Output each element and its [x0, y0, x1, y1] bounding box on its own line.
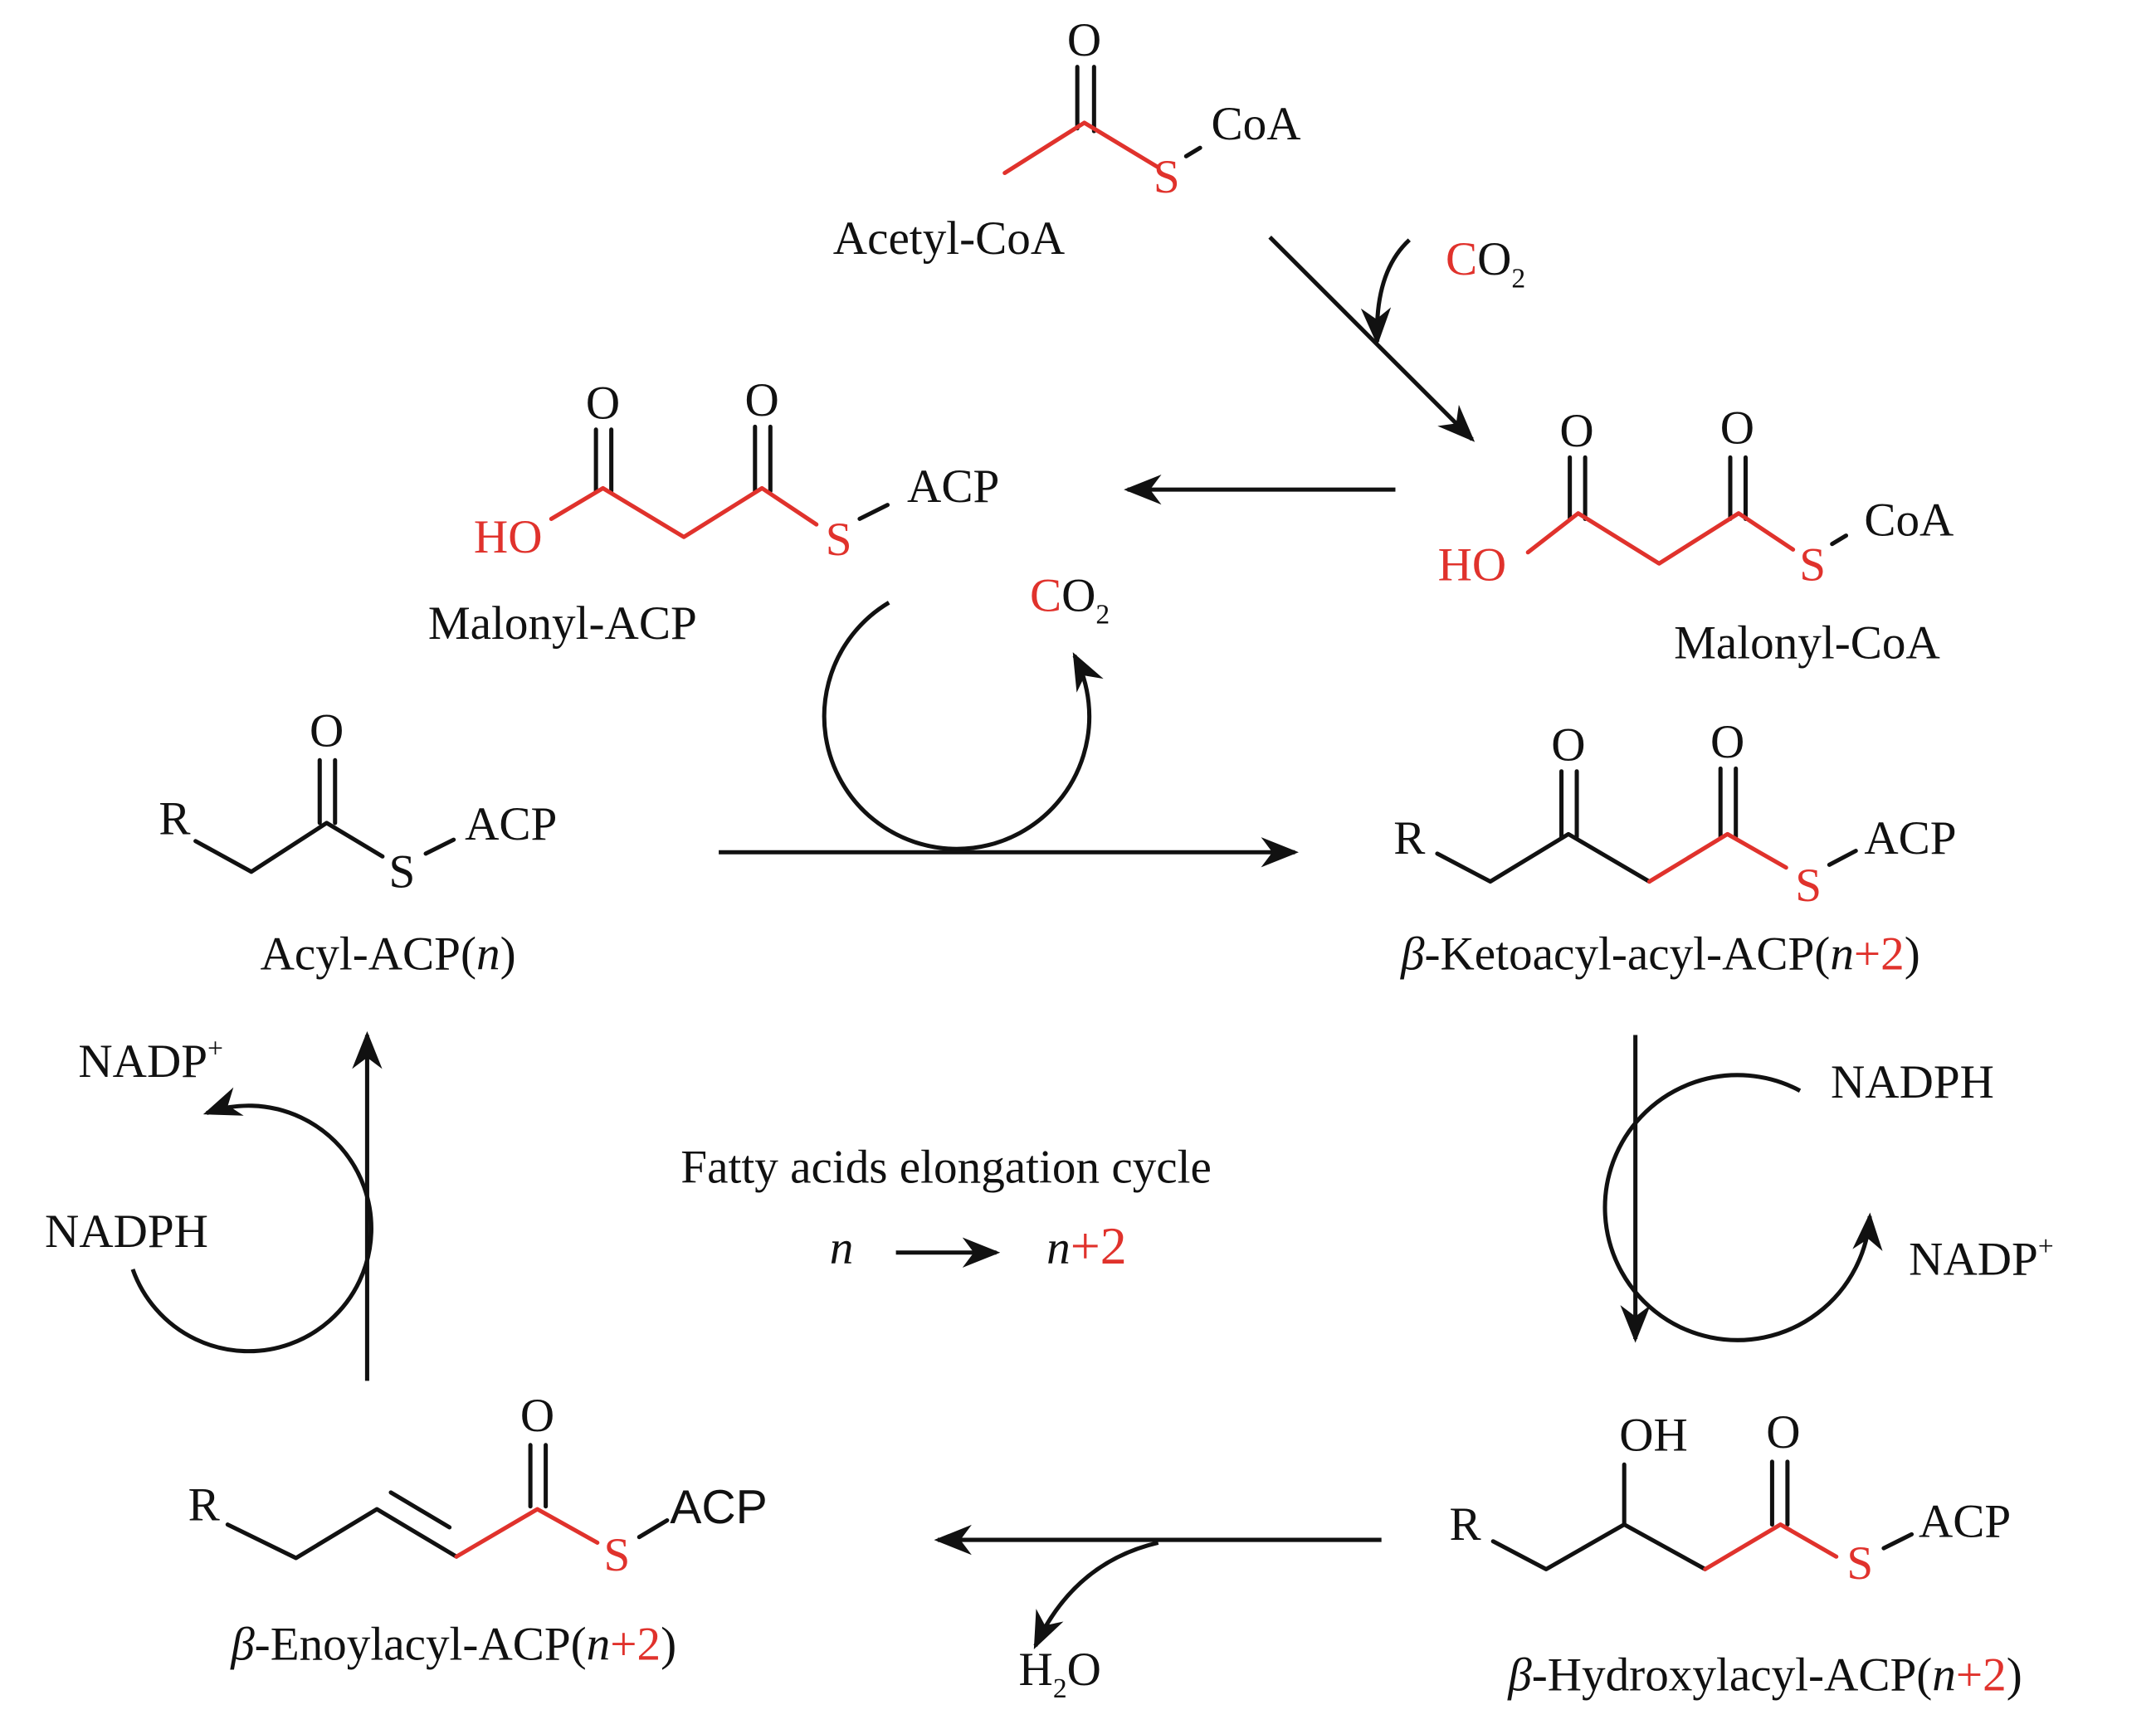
ketoreduction-arrow: NADPH NADP+: [1602, 1035, 2054, 1343]
atom-o: O: [745, 374, 779, 426]
ketoacyl-acp-structure: O O R S ACP β-Ketoacyl-acyl-ACP(n+2): [1393, 716, 1956, 981]
atom-s: S: [1795, 860, 1822, 912]
acetyl-coa-label: Acetyl-CoA: [833, 212, 1065, 265]
water-label: H2O: [1019, 1644, 1101, 1704]
atom-o: O: [520, 1390, 554, 1442]
acyl-acp-structure: O R S ACP Acyl-ACP(n): [159, 704, 557, 980]
hydroxyacyl-acp-label: β-Hydroxylacyl-ACP(n+2): [1507, 1649, 2022, 1702]
group-coa: CoA: [1864, 494, 1954, 547]
group-coa: CoA: [1212, 98, 1301, 150]
co2-in: CO2: [1446, 233, 1525, 294]
ketoacyl-acp-label: β-Ketoacyl-acyl-ACP(n+2): [1400, 928, 1920, 980]
malonyl-acp-label: Malonyl-ACP: [428, 597, 697, 650]
atom-s: S: [826, 514, 852, 566]
atom-s: S: [1799, 538, 1826, 591]
atom-o: O: [1559, 405, 1593, 457]
cycle-title: Fatty acids elongation cycle: [680, 1142, 1212, 1194]
nadph-label: NADPH: [1831, 1056, 1994, 1108]
atom-s: S: [1154, 151, 1180, 203]
group-acp: ACP: [1864, 812, 1956, 864]
atom-s: S: [603, 1529, 630, 1581]
atom-o: O: [310, 704, 344, 757]
co2-out: CO2: [1030, 569, 1110, 630]
enoylacyl-acp-label: β-Enoylacyl-ACP(n+2): [230, 1619, 676, 1671]
acetyl-coa-structure: O S CoA Acetyl-CoA: [833, 14, 1301, 265]
atom-r: R: [159, 792, 191, 845]
atom-ho: HO: [474, 511, 543, 563]
enoylacyl-acp-structure: O R S ACP β-Enoylacyl-ACP(n+2): [188, 1390, 768, 1671]
enoylreduction-arrow: NADP+ NADPH: [45, 1030, 383, 1381]
atom-o: O: [1710, 716, 1744, 768]
atom-r: R: [1449, 1498, 1481, 1551]
malonyl-coa-structure: O O HO S CoA Malonyl-CoA: [1438, 402, 1954, 670]
malonyl-acp-structure: O O HO S ACP Malonyl-ACP: [428, 374, 999, 650]
dehydration-arrow: H2O: [934, 1524, 1382, 1704]
atom-o: O: [1766, 1406, 1800, 1459]
nadph-left-label: NADPH: [45, 1205, 208, 1258]
nadp-label: NADP+: [1909, 1231, 2054, 1286]
carboxylation-arrow: CO2: [1268, 233, 1525, 442]
atom-s: S: [1846, 1537, 1873, 1590]
atom-o: O: [1551, 718, 1585, 771]
cycle-n: n: [830, 1222, 854, 1274]
condensation-arrow: CO2: [719, 569, 1299, 868]
atom-r: R: [188, 1479, 221, 1532]
atom-oh: OH: [1619, 1409, 1688, 1461]
acyl-acp-label: Acyl-ACP(n): [261, 928, 516, 980]
atom-s: S: [389, 845, 416, 898]
atom-o: O: [1720, 402, 1754, 455]
atom-r: R: [1393, 812, 1426, 864]
group-acp: ACP: [465, 798, 557, 850]
atom-o: O: [586, 377, 620, 429]
cycle-n-plus-2: n+2: [1046, 1216, 1127, 1275]
group-acp: ACP: [907, 460, 999, 513]
atom-ho: HO: [1438, 538, 1507, 591]
hydroxyacyl-acp-structure: OH O R S ACP β-Hydroxylacyl-ACP(n+2): [1449, 1406, 2022, 1702]
atom-o: O: [1067, 14, 1101, 66]
nadp-left-label: NADP+: [78, 1033, 223, 1088]
group-acp: ACP: [1919, 1496, 2011, 1548]
cycle-equation: n n+2: [830, 1216, 1127, 1275]
group-acp: ACP: [670, 1481, 768, 1534]
malonyl-coa-label: Malonyl-CoA: [1674, 617, 1940, 670]
